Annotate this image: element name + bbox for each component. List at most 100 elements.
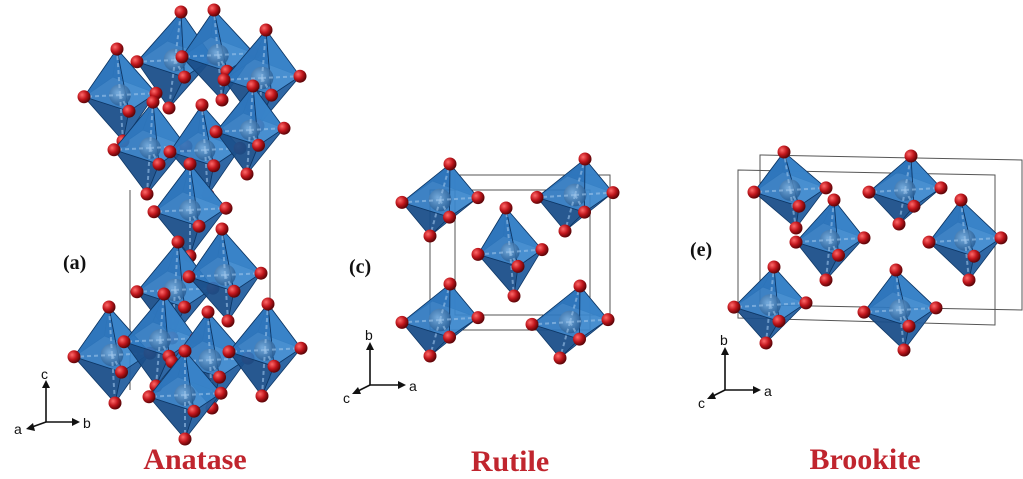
tio6-octahedron [862, 149, 948, 231]
oxygen-atom [471, 247, 485, 261]
oxygen-atom [606, 186, 620, 200]
tio6-octahedron [747, 145, 833, 235]
oxygen-atom [423, 229, 437, 243]
rutile-panel-letter: (c) [349, 256, 372, 278]
rutile-axis-up: b [365, 327, 373, 343]
oxygen-atom [207, 159, 221, 173]
oxygen-atom [163, 145, 177, 159]
unit-cell-face [759, 154, 1023, 311]
brookite-panel-letter: (e) [690, 239, 713, 261]
oxygen-atom [277, 121, 291, 135]
oxygen-atom [929, 301, 943, 315]
anatase-name: Anatase [143, 443, 247, 476]
oxygen-atom [252, 138, 265, 152]
oxygen-atom [213, 370, 226, 384]
tio6-octahedron [142, 344, 228, 446]
oxygen-atom [525, 317, 539, 331]
oxygen-atom [573, 332, 586, 346]
tio6-octahedron [147, 157, 233, 263]
oxygen-atom [219, 201, 233, 215]
oxygen-atom [395, 195, 409, 209]
anatase-panel-letter: (a) [63, 252, 87, 274]
brookite-structure [727, 145, 1023, 357]
oxygen-atom [240, 167, 254, 181]
oxygen-atom [221, 314, 235, 328]
oxygen-atom [862, 185, 876, 199]
oxygen-atom [67, 350, 81, 364]
oxygen-atom [146, 95, 160, 109]
oxygen-atom [443, 210, 456, 224]
tio6-octahedron [395, 157, 485, 243]
oxygen-atom [147, 205, 161, 219]
brookite-axis-right: a [764, 383, 772, 399]
oxygen-atom [558, 224, 572, 238]
oxygen-atom [897, 343, 911, 357]
oxygen-atom [187, 404, 201, 418]
oxygen-atom [772, 314, 786, 328]
rutile-panel: (c) b c a Rutile [340, 0, 670, 479]
brookite-panel: (e) b c a Brookite [670, 0, 1023, 479]
oxygen-atom [994, 231, 1008, 245]
oxygen-atom [227, 284, 241, 298]
brookite-axes-triad: b c a [698, 332, 772, 411]
oxygen-atom [907, 199, 921, 213]
oxygen-atom [222, 345, 236, 359]
oxygen-atom [443, 277, 457, 291]
tio6-octahedron [530, 152, 620, 238]
oxygen-atom [954, 193, 968, 207]
oxygen-atom [601, 313, 615, 327]
oxygen-atom [293, 69, 307, 83]
brookite-axis-up: b [720, 332, 728, 348]
oxygen-atom [178, 344, 192, 358]
oxygen-atom [892, 217, 906, 231]
tio6-octahedron [922, 193, 1008, 287]
oxygen-atom [789, 221, 803, 235]
oxygen-atom [261, 297, 275, 311]
tio6-octahedron [182, 222, 268, 328]
oxygen-atom [201, 305, 215, 319]
tio6-octahedron [857, 263, 943, 357]
rutile-structure [395, 152, 620, 365]
oxygen-atom [157, 287, 171, 301]
tio6-octahedron [395, 277, 485, 363]
oxygen-atom [152, 157, 166, 171]
oxygen-atom [267, 359, 281, 373]
oxygen-atom [819, 273, 833, 287]
oxygen-atom [178, 70, 191, 84]
oxygen-atom [471, 311, 485, 325]
oxygen-atom [142, 390, 156, 404]
anatase-axis-right: b [83, 415, 91, 431]
oxygen-atom [443, 157, 457, 171]
oxygen-atom [507, 289, 521, 303]
oxygen-atom [162, 101, 176, 115]
oxygen-atom [792, 199, 806, 213]
oxygen-atom [122, 104, 136, 118]
oxygen-atom [573, 279, 587, 293]
oxygen-atom [530, 190, 544, 204]
oxygen-atom [215, 93, 229, 107]
oxygen-atom [207, 3, 221, 17]
oxygen-atom [246, 79, 260, 93]
rutile-axis-left: c [343, 390, 350, 406]
oxygen-atom [171, 235, 185, 249]
oxygen-atom [140, 187, 154, 201]
oxygen-atom [265, 88, 278, 102]
oxygen-atom [175, 50, 189, 64]
tio6-octahedron [222, 297, 308, 403]
oxygen-atom [777, 145, 791, 159]
oxygen-atom [832, 248, 845, 262]
oxygen-atom [922, 235, 936, 249]
oxygen-atom [254, 266, 268, 280]
oxygen-atom [214, 386, 228, 400]
oxygen-atom [789, 235, 803, 249]
oxygen-atom [535, 243, 549, 257]
oxygen-atom [215, 222, 229, 236]
anatase-panel: (a) c a b Anatase [0, 0, 340, 479]
oxygen-atom [759, 336, 773, 350]
oxygen-atom [178, 300, 191, 314]
oxygen-atom [110, 42, 124, 56]
oxygen-atom [423, 349, 437, 363]
oxygen-atom [255, 389, 269, 403]
oxygen-atom [443, 330, 456, 344]
tio6-octahedron [727, 260, 813, 350]
